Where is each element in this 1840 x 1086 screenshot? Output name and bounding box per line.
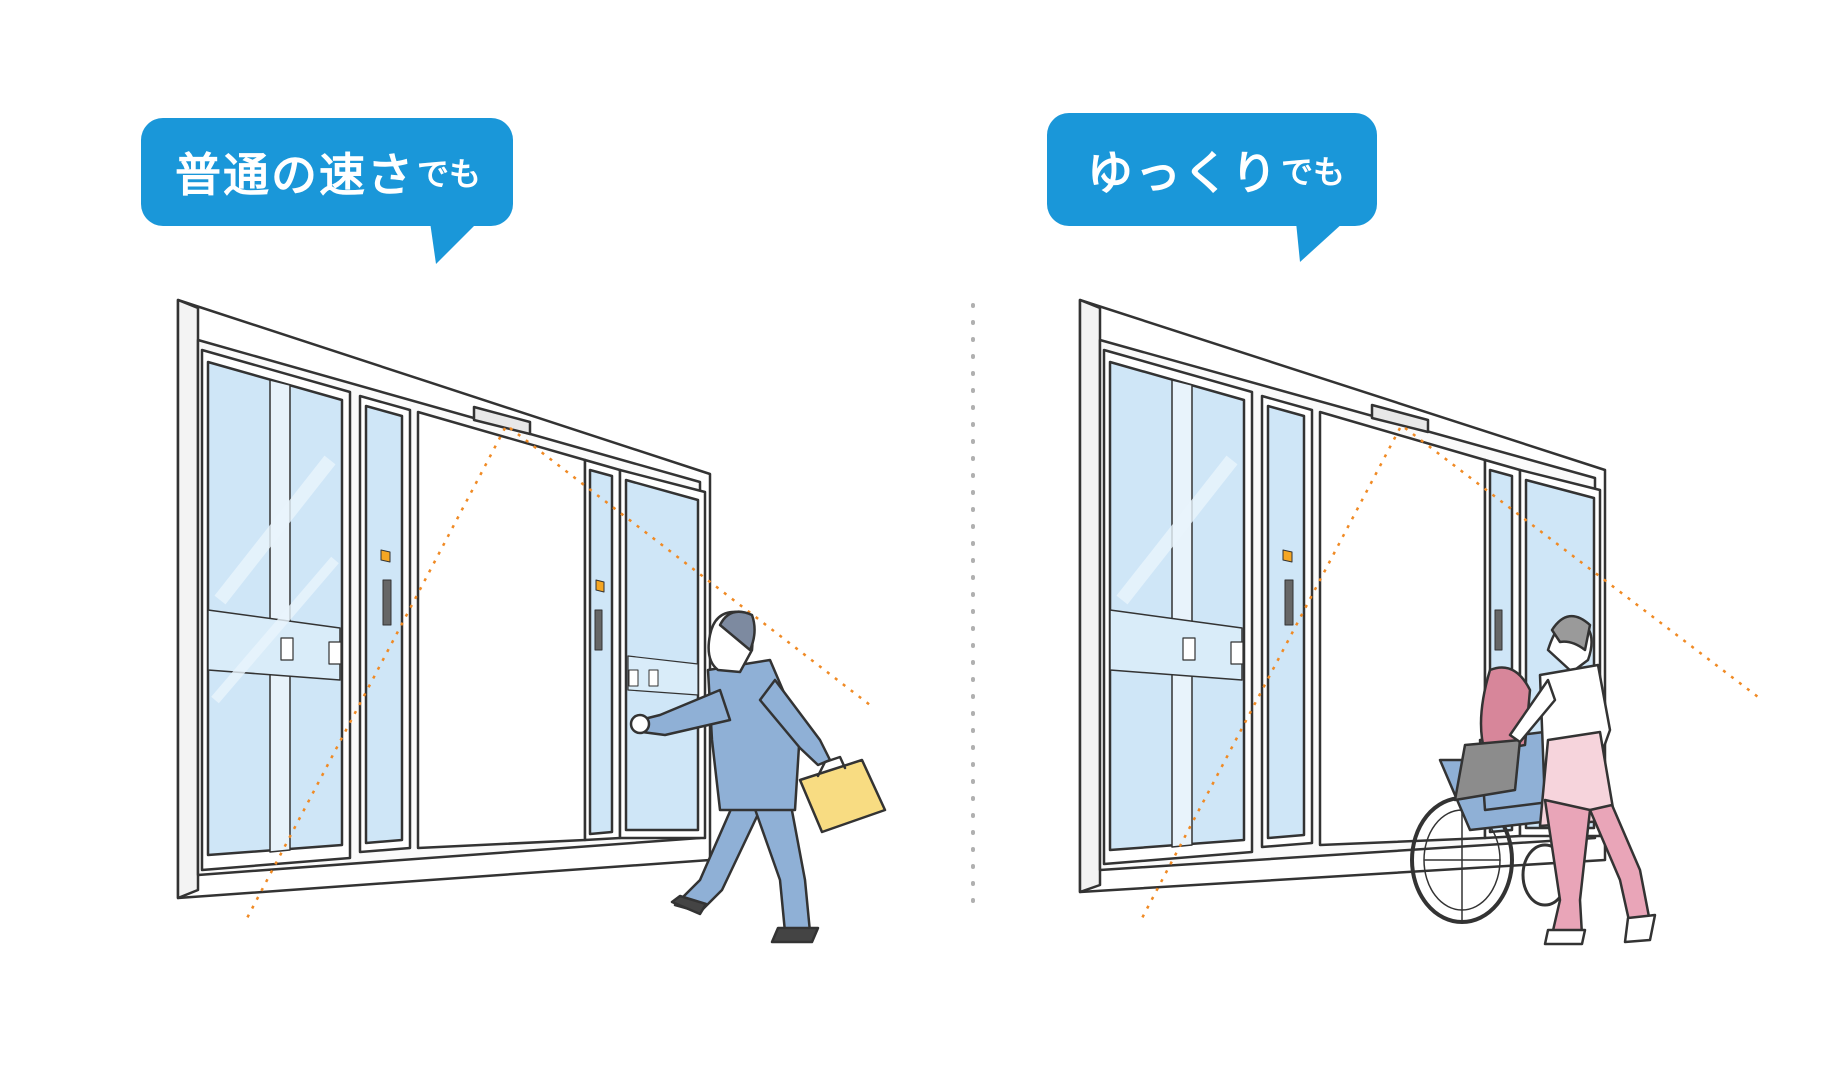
businessman-figure <box>629 610 887 944</box>
sliding-door-leaf-left <box>358 394 412 854</box>
motion-sensor <box>1370 403 1430 434</box>
bubble-tail <box>1296 222 1344 262</box>
sliding-door-leaf-right <box>583 458 622 842</box>
caption-suffix-text: でも <box>1281 152 1346 191</box>
sliding-door-leaf-left <box>1260 394 1314 849</box>
fixed-glass-panel-left <box>1102 348 1254 866</box>
caption-main-text: 普通の速さ <box>175 148 415 202</box>
fixed-glass-panel-left <box>200 348 352 872</box>
briefcase <box>798 755 887 834</box>
caption-main-text: ゆっくり <box>1087 145 1279 200</box>
caption-bubble-normal-speed: 普通の速さ でも <box>141 118 513 226</box>
wheelchair-caregiver-figure <box>1410 615 1657 946</box>
fixed-glass-panel-right <box>618 468 707 840</box>
bubble-tail <box>430 222 478 264</box>
motion-sensor <box>472 405 532 436</box>
caption-suffix-text: でも <box>417 155 482 193</box>
caption-bubble-slow-speed: ゆっくり でも <box>1047 113 1377 226</box>
automatic-door-left <box>176 298 712 900</box>
